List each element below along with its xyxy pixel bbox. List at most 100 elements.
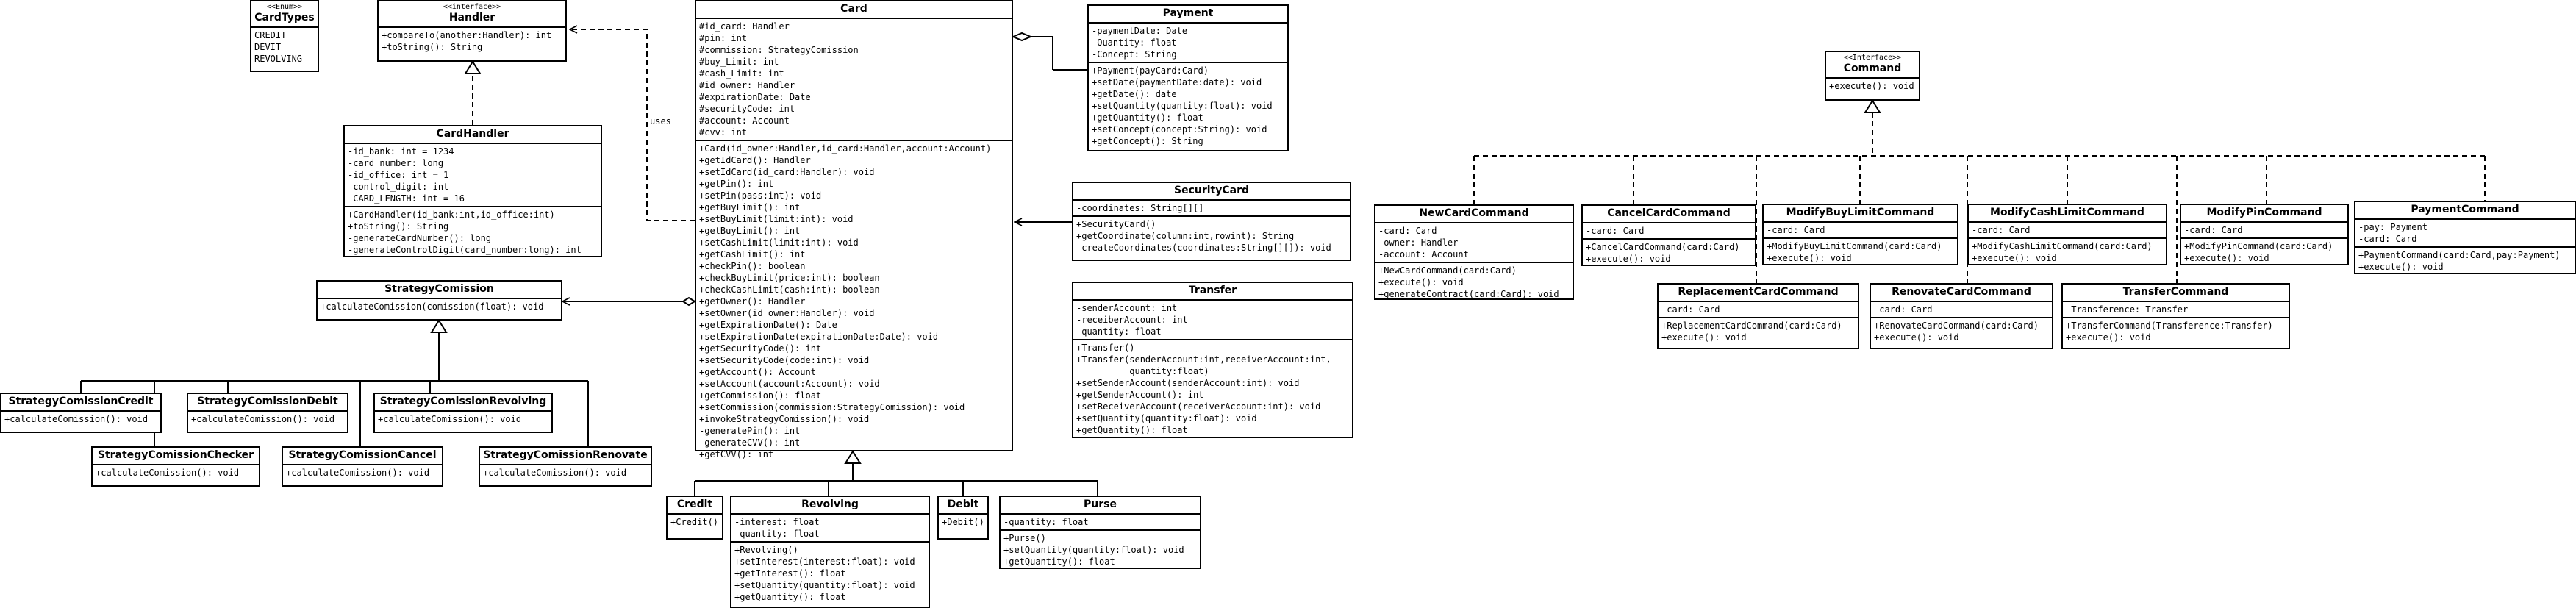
method-list: +ModifyBuyLimitCommand(card:Card)+execut… (1764, 237, 1957, 265)
class-method: +PaymentCommand(card:Card,pay:Payment) (2358, 250, 2561, 260)
class-method: +execute(): void (2358, 262, 2444, 272)
class-name: CardHandler (436, 128, 509, 140)
class-modifycashlimitcommand[interactable]: ModifyCashLimitCommand-card: Card+Modify… (1967, 204, 2167, 265)
class-strategycomissioncancel[interactable]: StrategyComissionCancel+calculateComissi… (282, 446, 443, 487)
class-attribute: -card: Card (1767, 225, 1825, 235)
method-list: +PaymentCommand(card:Card,pay:Payment) +e… (2355, 246, 2575, 274)
method-list: +SecurityCard()+getCoordinate(column:int… (1073, 215, 1350, 255)
class-method: -generateCVV(): int (699, 437, 801, 448)
class-attribute: #id_owner: Handler (699, 80, 795, 90)
class-strategycomissionrevolving[interactable]: StrategyComissionRevolving+calculateComi… (373, 393, 553, 433)
class-method: +setSecurityCode(code:int): void (699, 355, 870, 365)
class-attribute: DEVIT (254, 42, 282, 52)
class-method: +setBuyLimit(limit:int): void (699, 214, 854, 224)
class-method: quantity:float) (1076, 366, 1209, 376)
method-list: +NewCardCommand(card:Card)+execute(): vo… (1375, 262, 1573, 301)
class-strategycomission[interactable]: StrategyComission +calculateComission(com… (316, 280, 562, 321)
class-attribute: -quantity: float (734, 529, 820, 539)
class-name: StrategyComissionRenovate (483, 449, 648, 461)
class-method: +setExpirationDate(expirationDate:Date):… (699, 332, 939, 342)
class-name: ModifyBuyLimitCommand (1786, 207, 1935, 218)
class-method: +Purse() (1003, 533, 1046, 543)
class-name: StrategyComission (384, 283, 494, 295)
class-transfer[interactable]: Transfer-senderAccount: int-receiberAcco… (1072, 282, 1353, 438)
class-securitycard[interactable]: SecurityCard-coordinates: String[][]+Sec… (1072, 182, 1351, 261)
class-method: +getExpirationDate(): Date (699, 320, 837, 330)
attribute-list: -id_bank: int = 1234-card_number: long-i… (345, 144, 601, 206)
class-name: Command (1843, 62, 1902, 74)
class-method: +setQuantity(quantity:float): void (1092, 101, 1273, 111)
class-strategycomissiondebit[interactable]: StrategyComissionDebit+calculateComissio… (187, 393, 348, 433)
method-list: +calculateComission(): void (283, 465, 442, 480)
class-method: +getOwner(): Handler (699, 296, 806, 307)
class-purse[interactable]: Purse-quantity: float+Purse()+setQuantit… (999, 496, 1201, 569)
class-strategycomissionrenovate[interactable]: StrategyComissionRenovate+calculateComis… (479, 446, 652, 487)
class-newcardcommand[interactable]: NewCardCommand-card: Card-owner: Handler… (1374, 204, 1574, 300)
class-method: +calculateComission(comission(float): vo… (321, 301, 544, 312)
class-modifybuylimitcommand[interactable]: ModifyBuyLimitCommand -card: Card +ModifyB… (1762, 204, 1958, 265)
class-header: Credit (668, 497, 722, 515)
class-method: +execute(): void (1829, 81, 1914, 91)
class-header: CardHandler (345, 126, 601, 144)
class-header: <<interface>>Handler (379, 1, 565, 28)
attribute-list: -card: Card (1583, 223, 1755, 238)
class-method: +calculateComission(): void (191, 414, 335, 424)
class-revolving[interactable]: Revolving-interest: float-quantity: floa… (730, 496, 930, 608)
class-attribute: -senderAccount: int (1076, 303, 1178, 313)
attribute-list: #id_card: Handler#pin: int#commission: S… (696, 19, 1012, 140)
class-attribute: -paymentDate: Date (1092, 26, 1188, 36)
class-method: +setConcept(concept:String): void (1092, 124, 1267, 135)
class-header: CancelCardCommand (1583, 206, 1755, 223)
class-attribute: -owner: Handler (1378, 237, 1459, 248)
attribute-list: -senderAccount: int-receiberAccount: int… (1073, 301, 1352, 339)
class-method: +getIdCard(): Handler (699, 155, 811, 165)
class-method: +CancelCardCommand(card:Card) (1586, 242, 1740, 252)
class-command-interface[interactable]: <<Interface>>Command+execute(): void (1825, 51, 1920, 101)
class-stereotype: <<interface>> (443, 3, 501, 11)
class-strategycomissioncredit[interactable]: StrategyComissionCredit+calculateComissi… (0, 393, 162, 433)
class-name: Credit (676, 498, 713, 510)
class-paymentcommand[interactable]: PaymentCommand-pay: Payment-card: Card+P… (2354, 201, 2576, 274)
class-method: +getConcept(): String (1092, 136, 1203, 146)
class-name: RenovateCardCommand (1892, 286, 2031, 298)
class-method: +execute(): void (1874, 332, 1959, 343)
class-header: Debit (939, 497, 987, 515)
class-header: Purse (1001, 497, 1200, 515)
class-name: Revolving (801, 498, 859, 510)
class-method: +execute(): void (1586, 254, 1671, 264)
class-cancelcardcommand[interactable]: CancelCardCommand-card: Card +CancelCardC… (1581, 204, 1756, 266)
class-method: +setAccount(account:Account): void (699, 379, 880, 389)
class-card[interactable]: Card#id_card: Handler#pin: int#commissio… (695, 0, 1013, 459)
class-method: +getInterest(): float (734, 568, 846, 579)
composition-payment-card (1011, 32, 1087, 71)
class-attribute: -control_digit: int (348, 182, 449, 192)
class-renovatecardcommand[interactable]: RenovateCardCommand-card: Card+RenovateC… (1870, 283, 2053, 349)
class-method: +getAccount(): Account (699, 367, 816, 377)
class-modifypincommand[interactable]: ModifyPinCommand-card: Card+ModifyPinCom… (2180, 204, 2349, 265)
class-method: +toString(): String (382, 42, 483, 52)
class-cardhandler[interactable]: CardHandler -id_bank: int = 1234-card_num… (343, 125, 602, 257)
class-method: +calculateComission(): void (4, 414, 149, 424)
class-name: Handler (448, 12, 495, 24)
class-handler-interface[interactable]: <<interface>>Handler+compareTo(another:H… (377, 0, 567, 62)
class-attribute: -account: Account (1378, 249, 1469, 260)
class-attribute: -Concept: String (1092, 49, 1177, 60)
class-strategycomissionchecker[interactable]: StrategyComissionChecker+calculateComiss… (91, 446, 260, 487)
class-debit[interactable]: Debit+Debit() (937, 496, 989, 540)
class-method: +generateContract(card:Card): void (1378, 289, 1559, 299)
class-name: ReplacementCardCommand (1678, 286, 1839, 298)
class-method: +getCoordinate(column:int,rowint): Strin… (1076, 231, 1295, 241)
class-replacementcardcommand[interactable]: ReplacementCardCommand-card: Card+Replac… (1657, 283, 1859, 349)
class-transfercommand[interactable]: TransferCommand-Transference: Transfer+T… (2061, 283, 2290, 349)
class-credit[interactable]: Credit+Credit() (666, 496, 723, 540)
class-header: SecurityCard (1073, 183, 1350, 201)
class-header: Transfer (1073, 283, 1352, 301)
class-method: +checkCashLimit(cash:int): boolean (699, 285, 880, 295)
class-attribute: REVOLVING (254, 54, 303, 64)
class-method: +getBuyLimit(): int (699, 226, 801, 236)
method-list: +Revolving()+setInterest(interest:float)… (731, 541, 929, 604)
method-list: +Card(id_owner:Handler,id_card:Handler,a… (696, 140, 1012, 462)
class-payment[interactable]: Payment-paymentDate: Date-Quantity: floa… (1087, 4, 1289, 151)
